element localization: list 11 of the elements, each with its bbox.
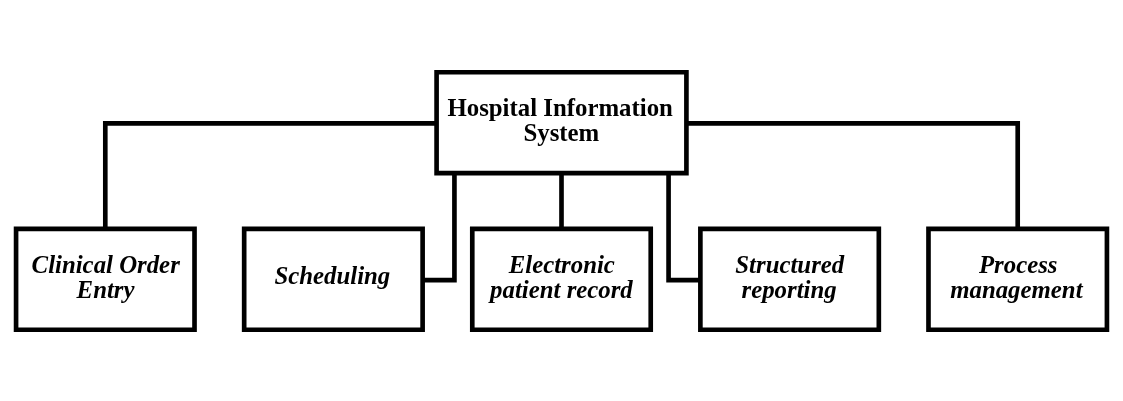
connector — [686, 120, 1021, 229]
connector — [559, 172, 564, 228]
node-box: Scheduling — [241, 226, 425, 332]
connector — [666, 172, 701, 282]
node-box: Process management — [926, 226, 1110, 332]
node-box: Hospital Information System — [434, 69, 689, 175]
node-box: Electronic patient record — [469, 226, 654, 332]
connector — [102, 120, 437, 229]
node-box: Structured reporting — [698, 226, 882, 332]
node-box: Clinical Order Entry — [13, 226, 197, 332]
connector — [422, 172, 457, 282]
